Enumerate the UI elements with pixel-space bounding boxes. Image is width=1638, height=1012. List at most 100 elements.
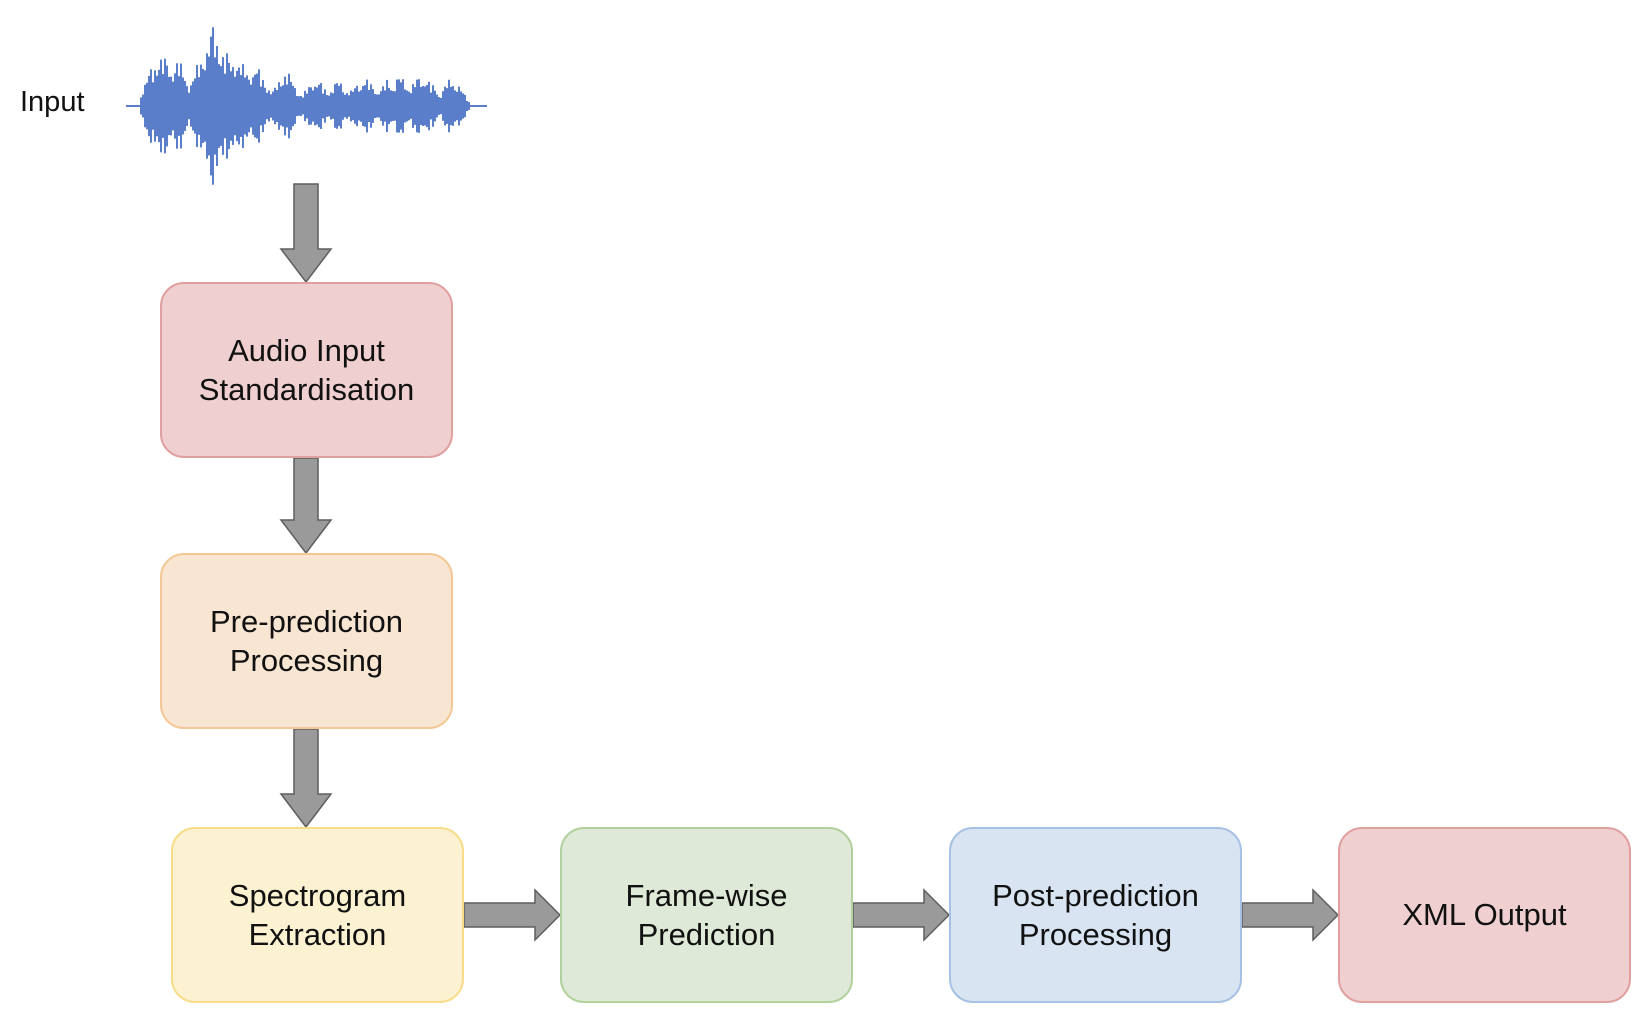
waveform-bar (174, 73, 176, 139)
waveform-bar (388, 87, 390, 125)
waveform-bar (298, 96, 300, 116)
waveform-bar (434, 90, 436, 122)
waveform-bar (182, 77, 184, 135)
waveform-bar (348, 95, 350, 117)
post-prediction-processing-box: Post-prediction Processing (949, 827, 1242, 1003)
waveform-bar (164, 58, 166, 154)
waveform-bar (462, 93, 464, 119)
arrow-pre-prediction-to-spectrogram (279, 728, 333, 829)
waveform-bar (386, 79, 388, 133)
waveform-bar (230, 71, 232, 141)
waveform-bar (444, 86, 446, 126)
waveform-bar (468, 102, 470, 110)
waveform-bar (152, 82, 154, 130)
waveform-bar (380, 91, 382, 121)
node-line: Frame-wise (625, 877, 788, 913)
waveform-bar (370, 84, 372, 128)
waveform-bar (258, 69, 260, 143)
waveform-bar (198, 77, 200, 135)
node-line: Spectrogram (228, 877, 407, 913)
waveform-bar (234, 76, 236, 136)
waveform-bar (430, 92, 432, 120)
node-line: Audio Input (228, 332, 385, 368)
arrow-input-to-standardisation (279, 183, 333, 284)
waveform-bar (236, 70, 238, 142)
waveform-bar (252, 77, 254, 135)
waveform-bar (144, 84, 146, 128)
waveform-bar (344, 94, 346, 118)
waveform-bar (240, 75, 242, 137)
waveform-bar (464, 94, 466, 118)
waveform-bar (354, 88, 356, 124)
waveform-bar (360, 90, 362, 122)
waveform-bar (378, 94, 380, 118)
waveform-bar (286, 84, 288, 128)
waveform-bar (232, 67, 234, 145)
arrow-standardisation-to-pre-prediction (279, 457, 333, 555)
waveform-bar (422, 85, 424, 127)
node-line: Processing (1018, 917, 1173, 952)
waveform-bar (296, 95, 298, 117)
waveform-bar (276, 90, 278, 122)
waveform-bar (202, 69, 204, 143)
waveform-bar (178, 76, 180, 136)
waveform-bar (324, 89, 326, 123)
node-line: Processing (229, 643, 384, 678)
waveform-bar (260, 86, 262, 126)
spectrogram-extraction-box: Spectrogram Extraction (171, 827, 464, 1003)
waveform-bar (280, 86, 282, 126)
waveform-bar (288, 73, 290, 139)
xml-output-box: XML Output (1338, 827, 1631, 1003)
waveform-bar (432, 85, 434, 127)
waveform-bar (450, 86, 452, 126)
waveform-bar (410, 93, 412, 119)
waveform-bar (446, 88, 448, 124)
waveform-bar (282, 85, 284, 127)
waveform-bar (308, 87, 310, 125)
waveform-bar (304, 90, 306, 122)
waveform-bar (186, 86, 188, 126)
waveform-bar (392, 91, 394, 121)
waveform-bar (154, 70, 156, 142)
waveform-bar (192, 81, 194, 131)
waveform-bar (416, 79, 418, 133)
waveform-bar (220, 66, 222, 146)
waveform-bar (168, 76, 170, 136)
pre-prediction-processing-box: Pre-prediction Processing (160, 553, 453, 729)
waveform-bar (350, 90, 352, 122)
waveform-bar (372, 89, 374, 123)
waveform-bar (212, 27, 214, 185)
waveform-bar (336, 83, 338, 129)
waveform-bar (374, 94, 376, 118)
waveform-bar (162, 74, 164, 138)
waveform-bar (442, 91, 444, 121)
waveform-bar (170, 76, 172, 136)
waveform-bar (320, 83, 322, 129)
waveform-bar (306, 93, 308, 119)
waveform-bar (340, 83, 342, 129)
waveform-bar (140, 97, 142, 115)
waveform-bar (418, 79, 420, 133)
waveform-bar (404, 89, 406, 123)
arrow-post-prediction-to-xml-output (1241, 888, 1340, 942)
waveform-bar (206, 53, 208, 159)
waveform-bar (194, 78, 196, 134)
waveform-bar (398, 79, 400, 133)
waveform-bar (456, 91, 458, 121)
waveform-bar (204, 70, 206, 142)
flow-arrows (279, 183, 1340, 942)
waveform-bar (270, 94, 272, 118)
waveform-bar (250, 84, 252, 128)
waveform-bar (322, 93, 324, 119)
waveform-bar (362, 86, 364, 126)
waveform-bar (238, 67, 240, 145)
waveform-bar (328, 95, 330, 117)
waveform-bar (244, 77, 246, 135)
waveform-bar (196, 65, 198, 147)
node-line: Pre-prediction (210, 603, 403, 639)
waveform-bar (292, 85, 294, 127)
waveform-bar (330, 92, 332, 120)
audio-input-standardisation-box: Audio Input Standardisation (160, 282, 453, 458)
waveform-bar (440, 97, 442, 115)
